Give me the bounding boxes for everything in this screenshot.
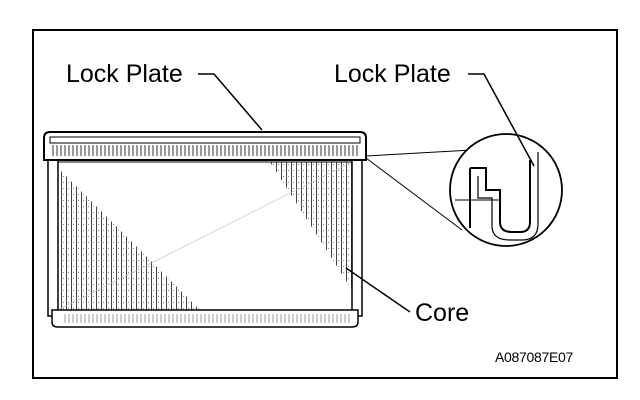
- leader-lock-plate-right: [468, 73, 535, 167]
- label-lock-plate-right: Lock Plate: [334, 60, 451, 88]
- lock-plate-top: [43, 131, 367, 161]
- core-body: [47, 149, 363, 328]
- leader-core: [345, 267, 411, 313]
- lock-plate-detail: [365, 133, 563, 247]
- label-core: Core: [415, 299, 469, 327]
- label-lock-plate-left: Lock Plate: [66, 60, 183, 88]
- leader-lock-plate-left: [198, 73, 263, 131]
- figure-border: [32, 29, 618, 379]
- figure-code: A087087E07: [495, 349, 573, 365]
